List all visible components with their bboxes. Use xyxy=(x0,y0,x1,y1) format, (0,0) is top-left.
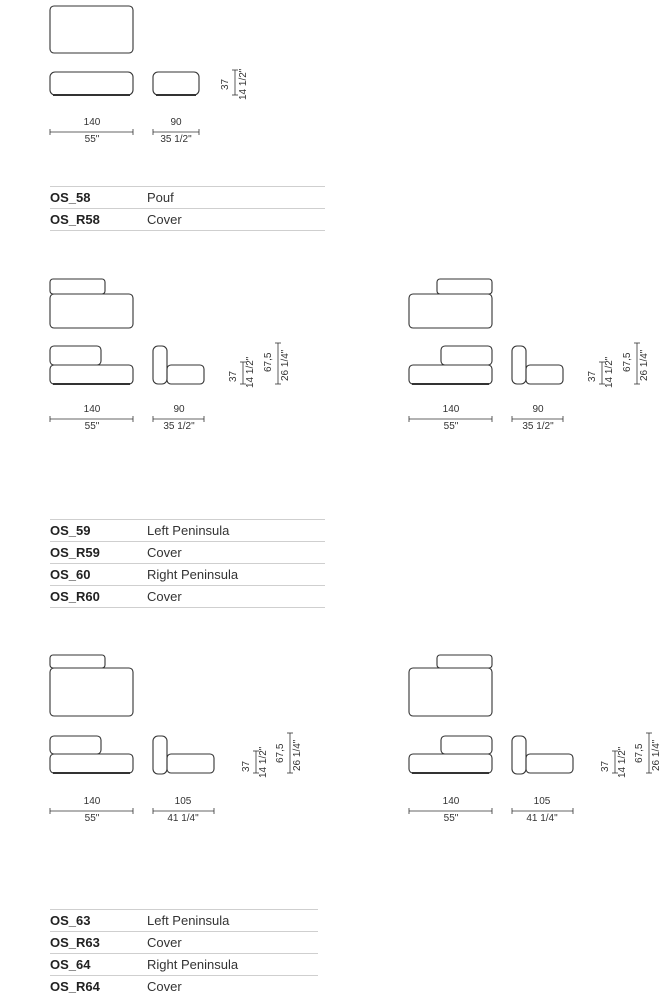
product-code: OS_R64 xyxy=(50,979,100,994)
dim-depth-in: 35 1/2" xyxy=(163,421,195,432)
dim-total-height-cm: 67,5 xyxy=(275,743,286,763)
dim-width-in: 55" xyxy=(443,813,459,824)
dim-depth-cm: 90 xyxy=(173,404,185,415)
product-code: OS_63 xyxy=(50,913,91,928)
product-description: Cover xyxy=(147,979,182,994)
dim-width-cm: 140 xyxy=(83,404,101,415)
dim-total-height-in: 26 1/4" xyxy=(292,739,303,771)
left-peninsula-side-view xyxy=(152,345,168,385)
table-row: OS_R64 Cover xyxy=(50,976,318,997)
product-table-pouf: OS_58 Pouf OS_R58 Cover xyxy=(50,186,325,231)
left-peninsula-top-view xyxy=(49,667,134,717)
product-description: Right Peninsula xyxy=(147,957,239,972)
table-row: OS_R59 Cover xyxy=(50,542,325,564)
dim-height-in: 14 1/2" xyxy=(258,746,269,778)
dim-depth-in: 35 1/2" xyxy=(160,134,192,145)
right-peninsula-top-view xyxy=(408,667,493,717)
pouf-top-view xyxy=(49,5,134,54)
dim-depth-cm: 105 xyxy=(533,796,551,807)
dim-width-in: 55" xyxy=(84,813,100,824)
left-peninsula-side-view xyxy=(152,735,168,775)
product-code: OS_R58 xyxy=(50,212,100,227)
dim-depth-in: 41 1/4" xyxy=(167,813,199,824)
dim-total-height-in: 26 1/4" xyxy=(651,739,662,771)
product-code: OS_R63 xyxy=(50,935,100,950)
dim-height-in: 14 1/2" xyxy=(617,746,628,778)
right-peninsula-front-view xyxy=(408,753,493,774)
table-row: OS_58 Pouf xyxy=(50,186,325,209)
dim-width-cm: 140 xyxy=(83,796,101,807)
product-code: OS_R59 xyxy=(50,545,100,560)
product-code: OS_60 xyxy=(50,567,91,582)
dim-total-height-cm: 67,5 xyxy=(634,743,645,763)
table-row: OS_63 Left Peninsula xyxy=(50,909,318,932)
product-code: OS_R60 xyxy=(50,589,100,604)
product-code: OS_64 xyxy=(50,957,91,972)
product-description: Cover xyxy=(147,589,182,604)
dim-depth-cm: 105 xyxy=(174,796,192,807)
table-row: OS_64 Right Peninsula xyxy=(50,954,318,976)
product-description: Cover xyxy=(147,935,182,950)
product-description: Pouf xyxy=(147,190,174,205)
table-row: OS_R58 Cover xyxy=(50,209,325,231)
dim-depth-in: 41 1/4" xyxy=(526,813,558,824)
table-row: OS_R60 Cover xyxy=(50,586,325,608)
dim-depth-in: 35 1/2" xyxy=(522,421,554,432)
product-description: Cover xyxy=(147,545,182,560)
right-peninsula-side-view xyxy=(511,345,527,385)
product-table-peninsula-59-60: OS_59 Left Peninsula OS_R59 Cover OS_60 … xyxy=(50,519,325,608)
dim-depth-cm: 90 xyxy=(532,404,544,415)
dim-height-cm: 37 xyxy=(600,760,611,772)
dim-depth-cm: 90 xyxy=(170,117,182,128)
dim-width-cm: 140 xyxy=(442,404,460,415)
product-description: Left Peninsula xyxy=(147,523,230,538)
dim-width-cm: 140 xyxy=(442,796,460,807)
product-description: Right Peninsula xyxy=(147,567,239,582)
table-row: OS_R63 Cover xyxy=(50,932,318,954)
product-code: OS_58 xyxy=(50,190,91,205)
dim-width-in: 55" xyxy=(84,421,100,432)
product-table-peninsula-63-64: OS_63 Left Peninsula OS_R63 Cover OS_64 … xyxy=(50,909,318,997)
right-peninsula-side-view xyxy=(511,735,527,775)
table-row: OS_59 Left Peninsula xyxy=(50,519,325,542)
dim-width-in: 55" xyxy=(84,134,100,145)
table-row: OS_60 Right Peninsula xyxy=(50,564,325,586)
left-peninsula-front-view xyxy=(49,753,134,774)
product-description: Cover xyxy=(147,212,182,227)
dim-width-cm: 140 xyxy=(83,117,101,128)
product-code: OS_59 xyxy=(50,523,91,538)
product-description: Left Peninsula xyxy=(147,913,230,928)
dim-width-in: 55" xyxy=(443,421,459,432)
dim-height-cm: 37 xyxy=(241,760,252,772)
